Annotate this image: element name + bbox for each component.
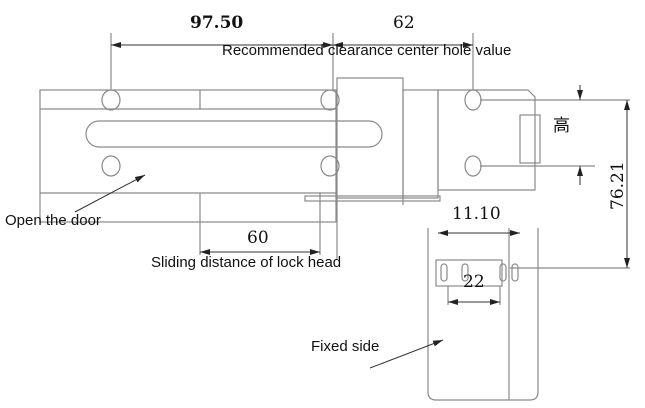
label-fixed-side: Fixed side (311, 338, 379, 355)
dim-keeper-offset: 11.10 (452, 204, 501, 224)
keeper-block (437, 89, 541, 191)
dim-slot-spacing: 22 (463, 272, 485, 292)
label-clearance: Recommended clearance center hole value (222, 42, 511, 59)
dim-sliding-distance: 60 (247, 228, 269, 248)
label-open-door: Open the door (5, 212, 101, 229)
lock-head (304, 77, 441, 260)
fixed-side-plate (427, 228, 539, 401)
dim-height-label: 高 (553, 116, 570, 136)
bolt-body (39, 89, 383, 255)
dim-clearance-span: 62 (393, 13, 415, 33)
dimension-lines (74, 33, 630, 369)
dim-bolt-hole-span: 97.50 (190, 13, 243, 33)
label-sliding-distance: Sliding distance of lock head (151, 254, 341, 271)
dim-overall-height: 76.21 (608, 161, 628, 210)
